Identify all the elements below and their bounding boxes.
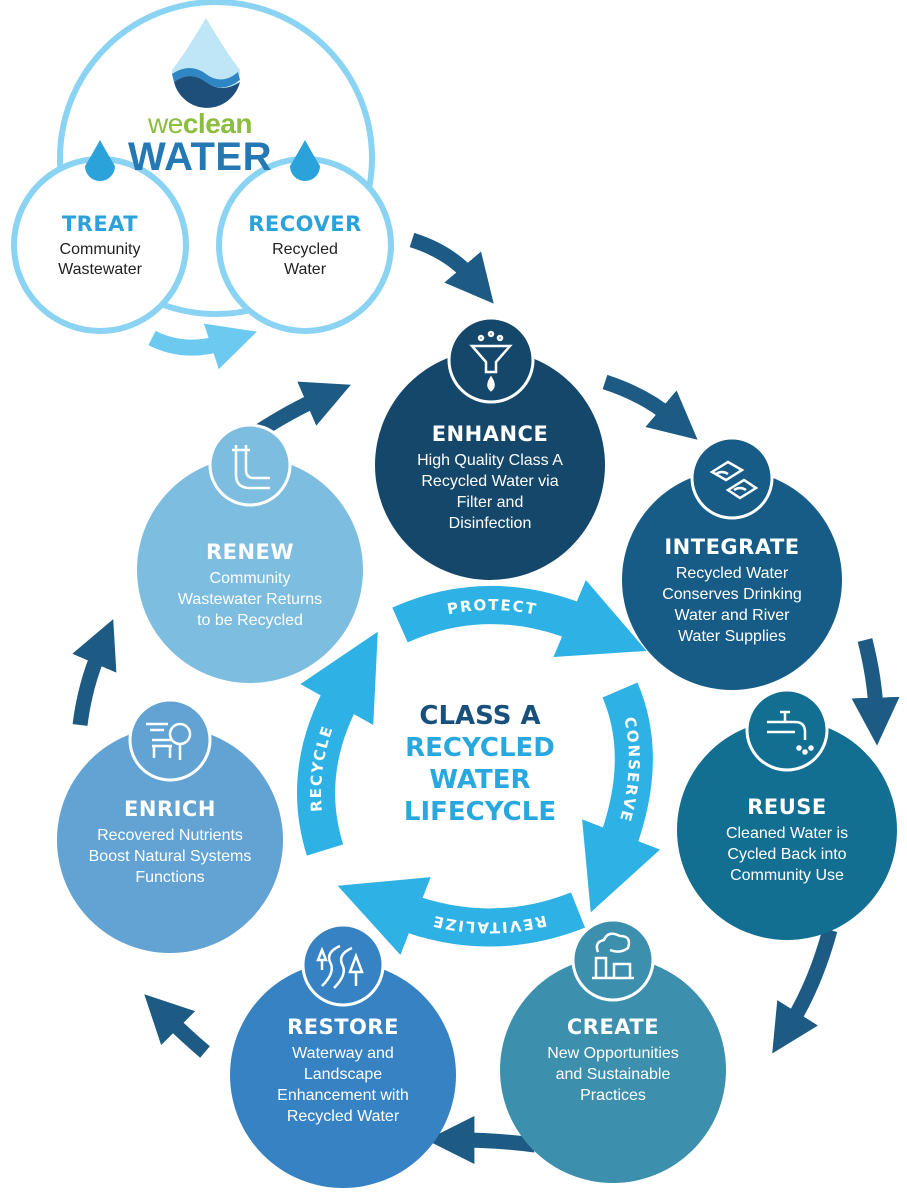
enrich-label: ENRICH Recovered Nutrients Boost Natural… bbox=[70, 797, 270, 888]
integrate-desc-3: Water and River bbox=[674, 607, 790, 624]
reuse-title: REUSE bbox=[747, 795, 827, 819]
ring-label-protect: PROTECT bbox=[446, 596, 540, 619]
park-bench-icon bbox=[146, 722, 192, 760]
recover-title: RECOVER bbox=[248, 212, 362, 236]
arrow-reuse-to-create bbox=[772, 928, 838, 1054]
outer-arrows bbox=[72, 232, 900, 1165]
enhance-label: ENHANCE High Quality Class A Recycled Wa… bbox=[395, 422, 585, 534]
integrate-desc-1: Recycled Water bbox=[675, 565, 789, 582]
renew-desc-2: Wastewater Returns bbox=[177, 591, 323, 608]
create-icon-badge bbox=[571, 918, 655, 1002]
logo-suffix: clean bbox=[182, 108, 253, 139]
arrow-enrich-to-renew bbox=[72, 619, 117, 726]
reuse-desc-1: Cleaned Water is bbox=[725, 825, 849, 842]
renew-circle bbox=[137, 457, 363, 683]
restore-desc-3: Enhancement with bbox=[277, 1087, 409, 1104]
create-label: CREATE New Opportunities and Sustainable… bbox=[518, 1015, 708, 1106]
integrate-title: INTEGRATE bbox=[664, 535, 800, 559]
recover-drop-icon bbox=[290, 140, 320, 181]
arrow-renew-to-enhance bbox=[253, 381, 351, 439]
water-supply-icon bbox=[709, 460, 759, 500]
funnel-filter-icon bbox=[469, 330, 513, 392]
renew-icon-badge bbox=[208, 423, 292, 507]
logo-drop-icon bbox=[172, 18, 240, 108]
enhance-desc-1: High Quality Class A bbox=[417, 452, 563, 469]
integrate-desc-4: Water Supplies bbox=[678, 628, 786, 645]
enhance-circle bbox=[375, 350, 605, 580]
reuse-circle bbox=[677, 720, 897, 940]
treat-desc-1: Community bbox=[59, 241, 141, 258]
restore-title: RESTORE bbox=[287, 1015, 399, 1039]
center-line-3: WATER bbox=[429, 765, 531, 795]
treat-desc-2: Wastewater bbox=[58, 261, 142, 278]
create-desc-1: New Opportunities bbox=[547, 1045, 679, 1062]
center-line-1: CLASS A bbox=[419, 701, 541, 731]
enhance-title: ENHANCE bbox=[431, 422, 549, 446]
logo-main: WATER bbox=[128, 135, 272, 179]
center-title: CLASS A RECYCLED WATER LIFECYCLE bbox=[395, 700, 565, 828]
restore-desc-2: Landscape bbox=[303, 1066, 383, 1083]
intro-arrow bbox=[148, 323, 257, 370]
enrich-desc-3: Functions bbox=[135, 869, 205, 886]
enrich-desc-1: Recovered Nutrients bbox=[97, 827, 243, 844]
renew-title: RENEW bbox=[205, 540, 295, 564]
create-desc-2: and Sustainable bbox=[555, 1066, 671, 1083]
factory-icon bbox=[592, 932, 634, 980]
restore-label: RESTORE Waterway and Landscape Enhanceme… bbox=[248, 1015, 438, 1127]
create-title: CREATE bbox=[566, 1015, 660, 1039]
enhance-desc-2: Recycled Water via bbox=[421, 473, 559, 490]
center-line-2: RECYCLED bbox=[405, 733, 555, 763]
enrich-desc-2: Boost Natural Systems bbox=[88, 848, 252, 865]
enhance-desc-4: Disinfection bbox=[448, 515, 532, 532]
treat-title: TREAT bbox=[61, 212, 139, 236]
enrich-title: ENRICH bbox=[124, 797, 216, 821]
enrich-circle bbox=[57, 727, 283, 953]
logo-prefix: we bbox=[148, 108, 183, 139]
integrate-desc-2: Conserves Drinking bbox=[662, 586, 802, 603]
reuse-desc-3: Community Use bbox=[730, 867, 844, 884]
restore-desc-1: Waterway and bbox=[292, 1045, 394, 1062]
treat-drop-icon bbox=[85, 140, 115, 181]
arrow-enhance-to-integrate bbox=[602, 374, 698, 440]
reuse-desc-2: Cycled Back into bbox=[727, 846, 847, 863]
renew-desc-1: Community bbox=[209, 570, 291, 587]
renew-label: RENEW Community Wastewater Returns to be… bbox=[150, 540, 350, 631]
faucet-icon bbox=[767, 710, 814, 755]
pipe-icon bbox=[232, 445, 270, 490]
treat-label: TREAT Community Wastewater bbox=[30, 212, 170, 280]
restore-circle bbox=[230, 962, 456, 1188]
recover-label: RECOVER Recycled Water bbox=[235, 212, 375, 280]
brand-logo: weclean WATER bbox=[120, 108, 280, 179]
arrow-restore-to-enrich bbox=[144, 994, 210, 1058]
arrow-recover-to-enhance bbox=[409, 232, 494, 304]
reuse-icon-badge bbox=[745, 688, 829, 772]
integrate-circle bbox=[622, 470, 842, 690]
recover-desc-1: Recycled bbox=[272, 241, 338, 258]
arrow-create-to-restore bbox=[426, 1116, 536, 1165]
recover-desc-2: Water bbox=[283, 261, 327, 278]
restore-desc-4: Recycled Water bbox=[286, 1108, 400, 1125]
renew-desc-3: to be Recycled bbox=[197, 612, 303, 629]
create-desc-3: Practices bbox=[580, 1087, 646, 1104]
enhance-desc-3: Filter and bbox=[456, 494, 524, 511]
enhance-icon-badge bbox=[447, 316, 535, 404]
integrate-label: INTEGRATE Recycled Water Conserves Drink… bbox=[640, 535, 824, 647]
integrate-icon-badge bbox=[690, 436, 774, 520]
river-trees-icon bbox=[316, 944, 364, 989]
center-line-4: LIFECYCLE bbox=[403, 797, 557, 827]
reuse-label: REUSE Cleaned Water is Cycled Back into … bbox=[697, 795, 877, 886]
create-circle bbox=[500, 957, 726, 1183]
arrow-integrate-to-reuse bbox=[851, 638, 900, 746]
